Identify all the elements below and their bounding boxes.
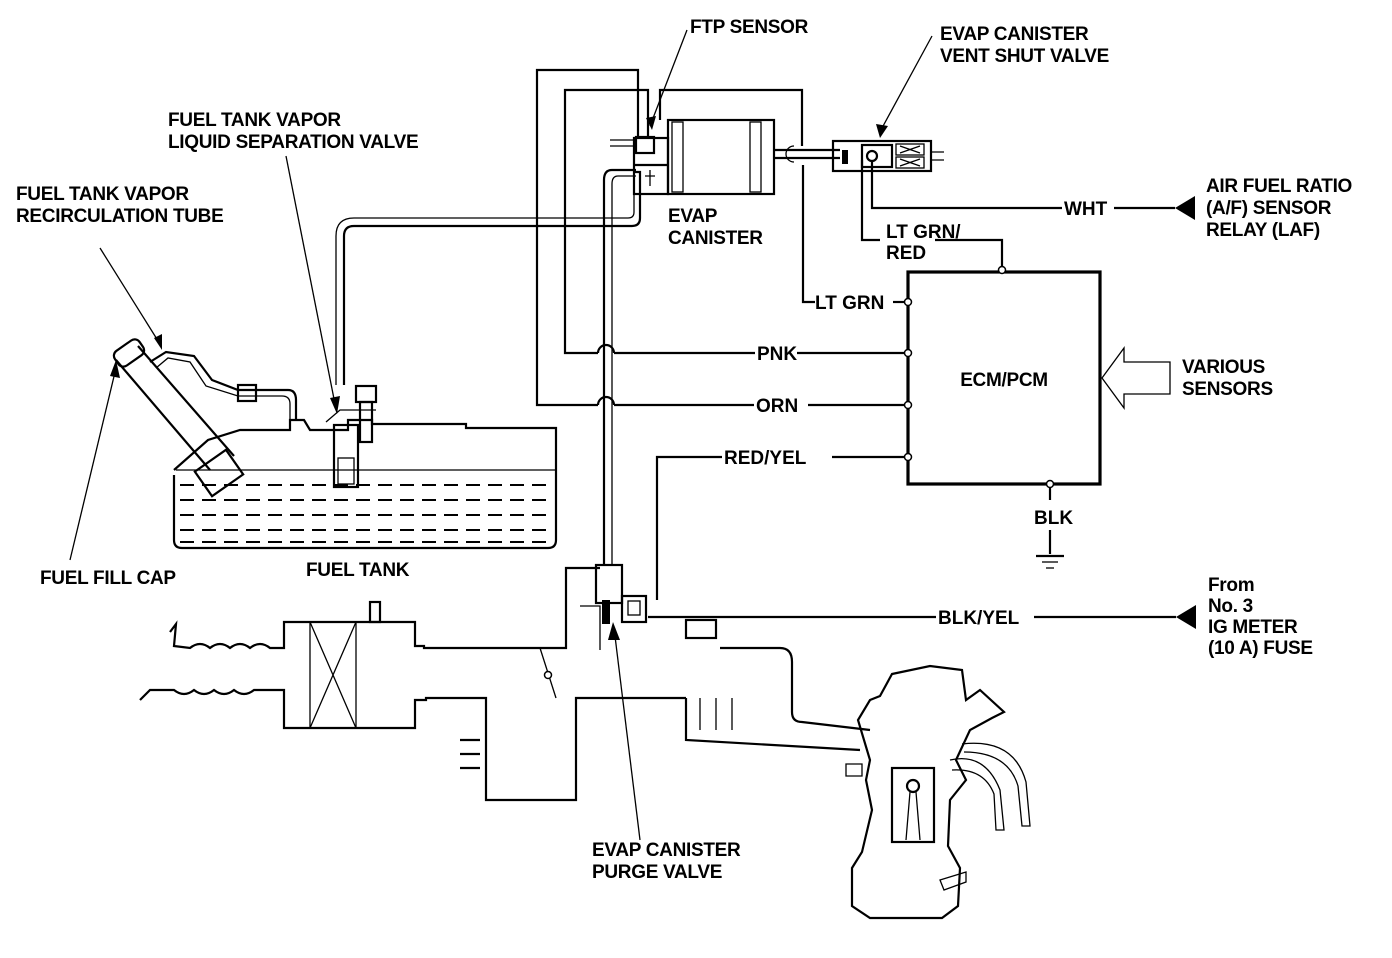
evap-purge-valve — [580, 563, 718, 650]
vapor-recirculation-tube — [149, 350, 298, 420]
vent-valve-label-line1: EVAP CANISTER — [940, 24, 1089, 45]
fuse-label-line2: No. 3 — [1208, 596, 1253, 617]
evap-canister-label-line1: EVAP — [668, 206, 718, 227]
various-sensors-arrow-icon — [1101, 346, 1171, 410]
ftp-sensor-label: FTP SENSOR — [690, 17, 809, 38]
recirculation-tube-label-line1: FUEL TANK VAPOR — [16, 184, 189, 205]
recirculation-tube-pointer — [99, 247, 161, 345]
evap-canister-label-line2: CANISTER — [668, 228, 763, 249]
wire-lt-grn — [801, 175, 913, 307]
wire-label-blk-yel: BLK/YEL — [938, 608, 1020, 629]
wire-blk-yel — [648, 605, 1196, 629]
ftp-sensor-pointer — [649, 29, 688, 127]
wire-orn — [535, 68, 913, 410]
wire-label-lt-grn-red-line1: LT GRN/ — [886, 222, 961, 243]
various-sensors-label-line1: VARIOUS — [1182, 357, 1265, 378]
wire-lt-grn-red — [860, 160, 1007, 275]
wire-wht-arrow-icon — [1175, 196, 1195, 220]
vent-valve-pointer — [881, 35, 933, 129]
engine-cylinder — [845, 664, 1031, 920]
wire-pnk — [563, 88, 913, 358]
wire-label-orn: ORN — [756, 396, 798, 417]
purge-tube — [602, 168, 636, 565]
af-relay-label-line1: AIR FUEL RATIO — [1206, 176, 1352, 197]
recirculation-tube-label-line2: RECIRCULATION TUBE — [16, 206, 223, 227]
wire-blk-yel-arrow-icon — [1176, 605, 1196, 629]
various-sensors-label-line2: SENSORS — [1182, 379, 1273, 400]
fuse-label-line4: (10 A) FUSE — [1208, 638, 1313, 659]
wire-red-yel — [655, 452, 913, 600]
ecm-pcm-module: ECM/PCM — [906, 270, 1102, 486]
af-relay-label-line2: (A/F) SENSOR — [1206, 198, 1332, 219]
wire-label-blk: BLK — [1034, 508, 1073, 529]
fuel-tank-label: FUEL TANK — [306, 560, 410, 581]
ecm-pcm-label: ECM/PCM — [960, 370, 1048, 391]
wire-label-pnk: PNK — [757, 344, 797, 365]
purge-valve-label-line1: EVAP CANISTER — [592, 840, 741, 861]
fuel-filler-neck — [112, 338, 245, 498]
purge-valve-label-line2: PURGE VALVE — [592, 862, 722, 883]
liquid-separation-valve — [325, 384, 378, 489]
fuel-fill-cap-pointer — [69, 367, 117, 561]
wire-label-red-yel: RED/YEL — [724, 448, 807, 469]
evap-vent-shut-valve — [831, 139, 944, 173]
vent-valve-label-line2: VENT SHUT VALVE — [940, 46, 1109, 67]
wire-label-wht: WHT — [1064, 199, 1108, 220]
wire-wht — [870, 160, 1195, 220]
fuse-label-line3: IG METER — [1208, 617, 1298, 638]
fuel-fill-cap-label: FUEL FILL CAP — [40, 568, 176, 589]
af-relay-label-line3: RELAY (LAF) — [1206, 220, 1320, 241]
wire-label-lt-grn: LT GRN — [815, 293, 884, 314]
purge-valve-pointer — [613, 627, 641, 841]
wire-blk — [1036, 479, 1064, 569]
evap-canister — [610, 88, 840, 196]
separation-valve-label-line2: LIQUID SEPARATION VALVE — [168, 132, 418, 153]
separation-valve-label-line1: FUEL TANK VAPOR — [168, 110, 341, 131]
wire-label-lt-grn-red-line2: RED — [886, 243, 926, 264]
separation-valve-pointer — [285, 155, 336, 405]
fuse-label-line1: From — [1208, 575, 1254, 596]
fuel-tank — [172, 418, 558, 550]
vapor-tube-to-tank — [335, 170, 642, 385]
intake-system — [139, 566, 871, 802]
